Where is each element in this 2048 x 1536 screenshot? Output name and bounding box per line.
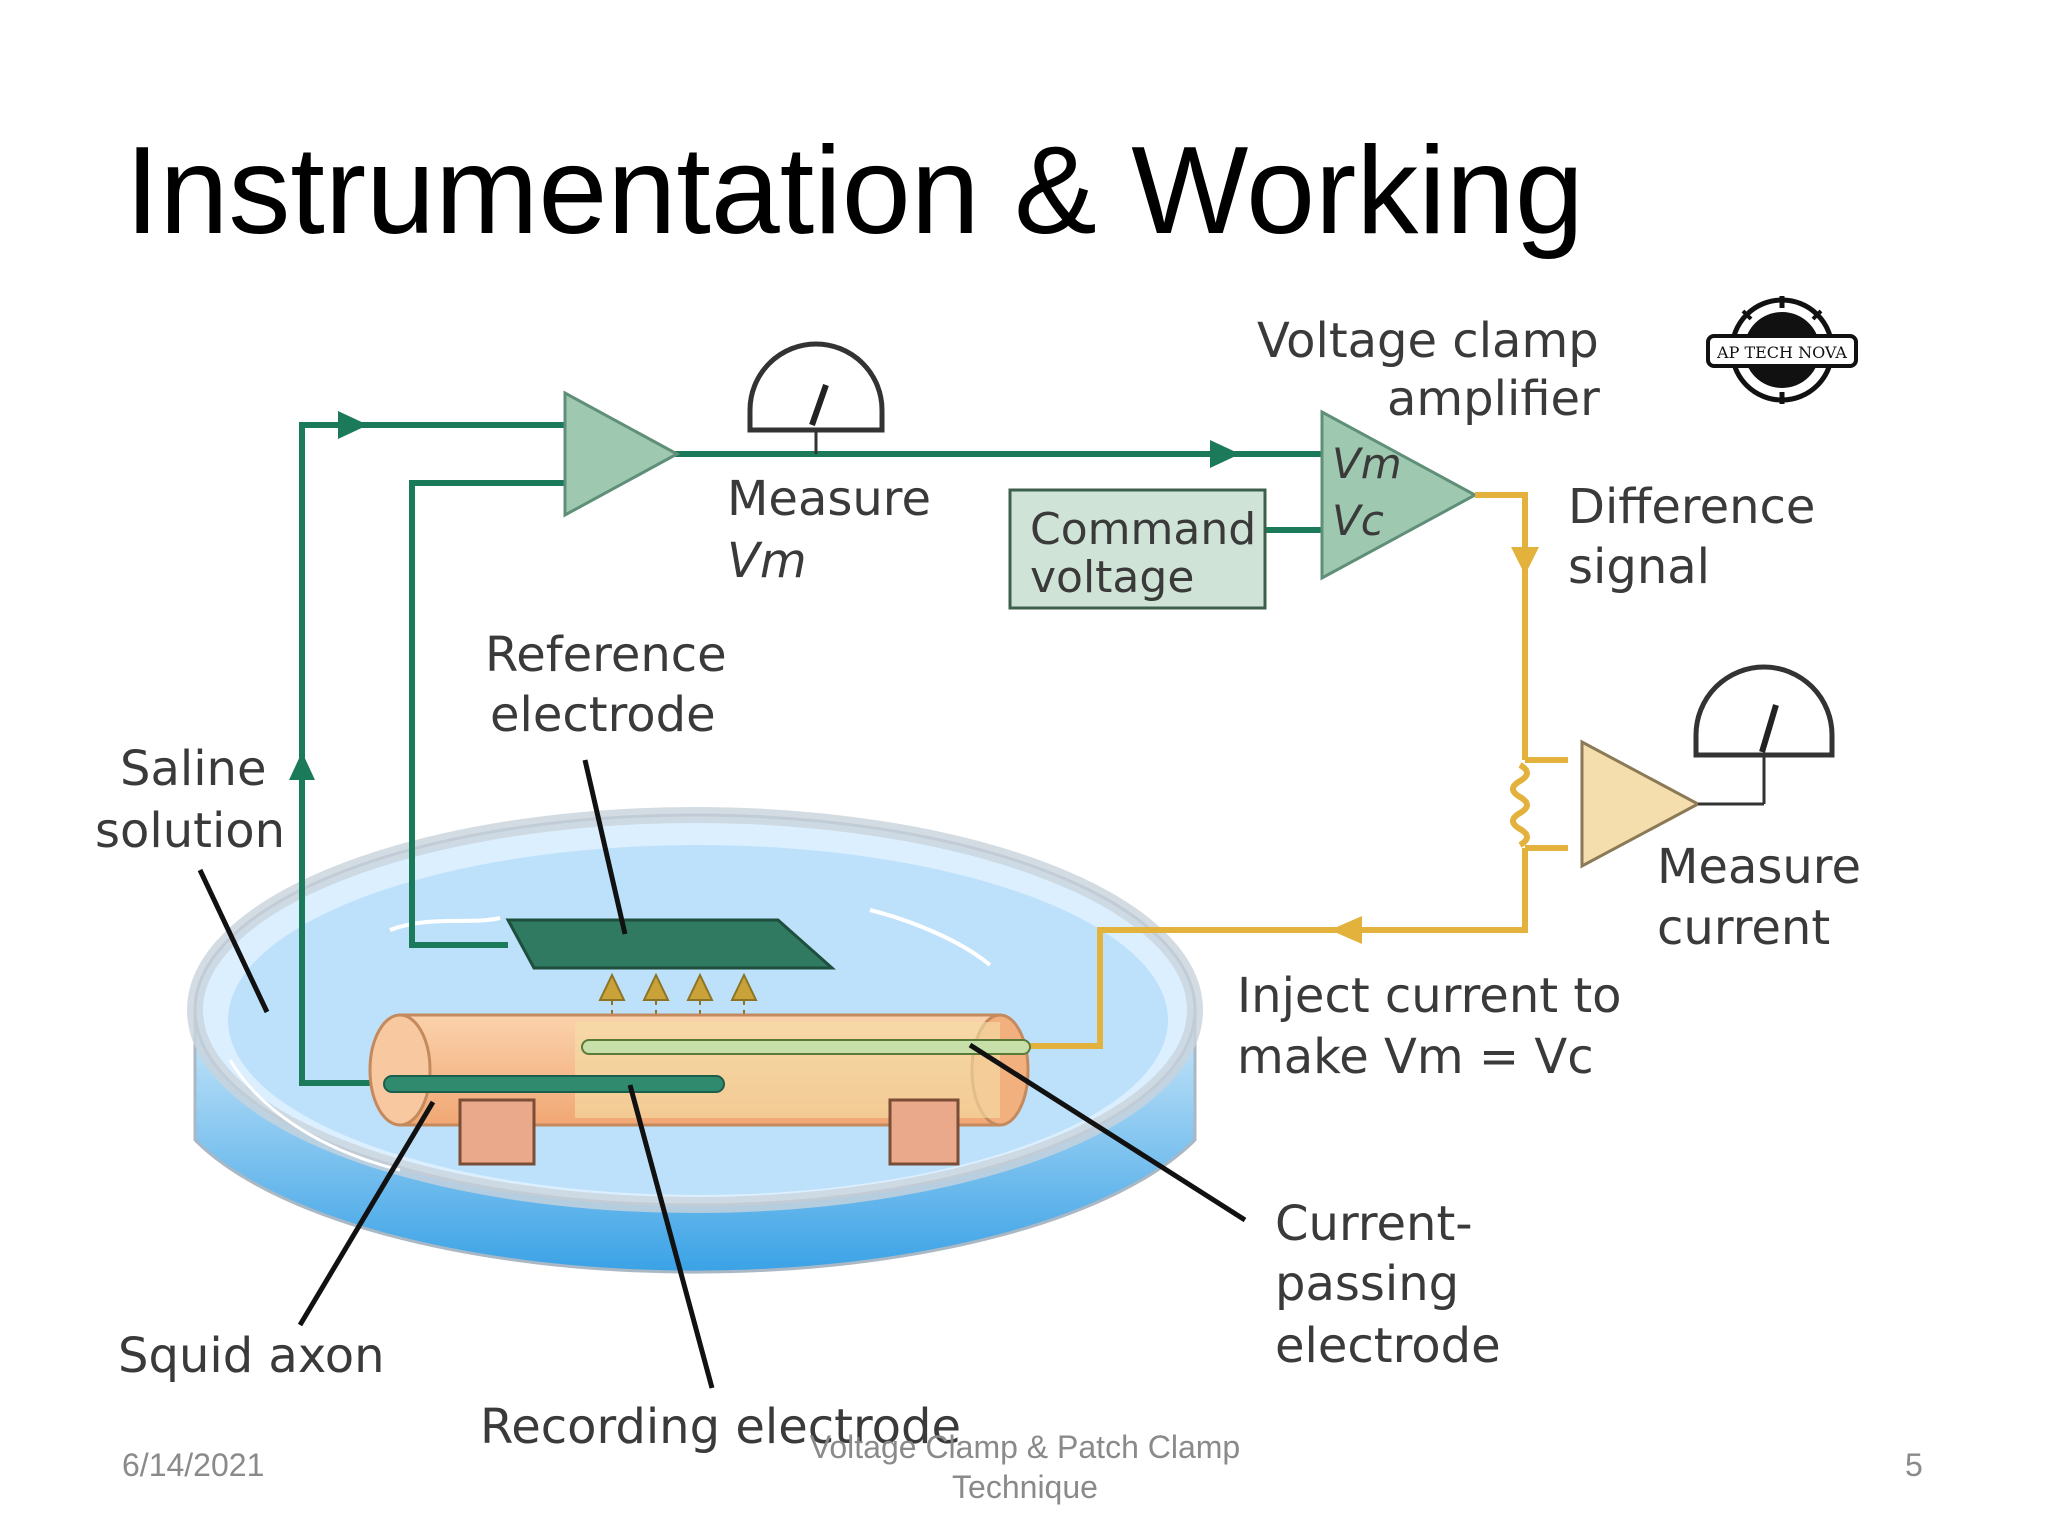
amp-input-vc: Vc: [1332, 496, 1384, 545]
leader-lines: [197, 759, 1247, 1389]
amplifier-title-1: Voltage clamp: [1257, 313, 1599, 369]
current-passing-label-3: electrode: [1275, 1318, 1501, 1374]
footer-page-number: 5: [1905, 1447, 1923, 1483]
footer-date: 6/14/2021: [122, 1447, 265, 1483]
vm-amplifier: [563, 390, 681, 518]
reference-electrode-label-2: electrode: [490, 687, 716, 743]
ap-tech-nova-logo: AP TECH NOVA: [1706, 296, 1858, 404]
measure-vm-label-1: Measure: [727, 471, 931, 527]
footer-center: Voltage Clamp & Patch Clamp Technique: [760, 1427, 1290, 1507]
footer-center-line-1: Voltage Clamp & Patch Clamp: [809, 1429, 1241, 1465]
saline-solution-label-2: solution: [95, 803, 285, 859]
difference-signal-label-2: signal: [1568, 539, 1710, 595]
inject-current-label-1: Inject current to: [1237, 968, 1622, 1024]
current-passing-label-1: Current-: [1275, 1196, 1473, 1252]
footer-center-line-2: Technique: [952, 1469, 1098, 1505]
reference-electrode-label-1: Reference: [485, 627, 727, 683]
command-voltage-label-1: Command: [1030, 504, 1256, 555]
logo-text: AP TECH NOVA: [1716, 343, 1847, 362]
amp-input-vm: Vm: [1332, 439, 1402, 488]
amplifier-title-2: amplifier: [1387, 371, 1600, 427]
arrow-down-gold: [1511, 547, 1539, 575]
current-amplifier: [1580, 739, 1702, 869]
arrow-left-gold: [1330, 916, 1362, 944]
reference-electrode: [505, 918, 836, 970]
current-coil: [1510, 762, 1530, 848]
recording-electrode-label: Recording electrode: [480, 1399, 961, 1455]
gold-circuit: [1030, 492, 1568, 1049]
measure-current-label-2: current: [1657, 900, 1830, 956]
support-blocks: [458, 1098, 960, 1166]
current-passing-electrode: [581, 1039, 1031, 1055]
inject-current-label-2: make Vm = Vc: [1237, 1029, 1594, 1085]
vm-meter-icon: [747, 341, 885, 454]
voltage-clamp-amplifier: [1320, 409, 1479, 581]
command-voltage-box: [1008, 488, 1267, 610]
current-passing-label-2: passing: [1275, 1256, 1459, 1312]
difference-signal-label-1: Difference: [1568, 479, 1815, 535]
saline-solution-label-1: Saline: [120, 741, 267, 797]
command-voltage-label-2: voltage: [1030, 552, 1194, 603]
arrow-up-green: [289, 752, 315, 780]
measure-vm-label-2: Vm: [727, 533, 807, 589]
arrow-right-green-1: [338, 411, 368, 439]
arrow-right-green-2: [1210, 440, 1240, 468]
measure-current-label-1: Measure: [1657, 839, 1861, 895]
current-meter-icon: [1693, 664, 1835, 758]
slide-title: Instrumentation & Working: [125, 122, 1584, 260]
squid-axon-label: Squid axon: [118, 1328, 385, 1384]
recording-electrode: [383, 1075, 725, 1093]
